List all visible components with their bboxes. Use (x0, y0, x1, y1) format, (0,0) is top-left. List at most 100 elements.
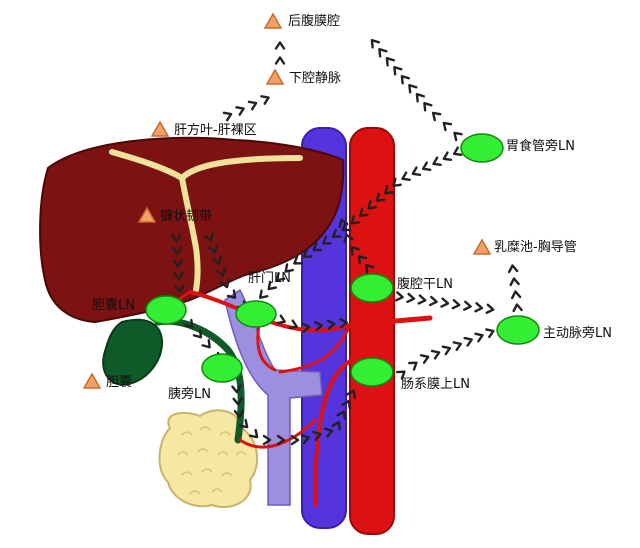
chevron-arrow-icon (171, 233, 182, 243)
chevron-arrow-icon (201, 338, 211, 349)
label-cisterna: 乳糜池-胸导管 (494, 239, 577, 255)
label-hepatic-hilum-ln: 肝门LN (248, 271, 291, 286)
chevron-arrow-icon (301, 322, 311, 333)
chevron-arrow-icon (276, 271, 286, 282)
chevron-arrow-icon (338, 218, 349, 228)
chevron-arrow-icon (262, 434, 272, 446)
chevron-arrow-icon (485, 303, 495, 314)
label-celiac-ln: 腹腔干LN (397, 276, 453, 292)
chevron-arrow-icon (395, 370, 406, 380)
node-hepatic-hilum (235, 300, 277, 328)
node-celiac (350, 273, 394, 303)
chevron-arrow-icon (322, 235, 332, 245)
chevron-arrow-icon (341, 399, 352, 410)
warning-triangle-icon (263, 12, 283, 29)
chevron-arrow-icon (222, 111, 233, 122)
warning-triangles (82, 12, 492, 389)
chevron-arrow-icon (331, 420, 342, 431)
chevron-arrow-icon (312, 430, 322, 441)
chevron-arrow-icon (314, 320, 323, 332)
chevron-arrow-icon (417, 294, 427, 305)
chevron-arrow-icon (173, 271, 184, 281)
chevron-arrow-icon (238, 418, 249, 429)
node-gastric (460, 133, 504, 163)
chevron-arrow-icon (509, 277, 520, 287)
chevron-arrow-icon (208, 244, 219, 254)
chevron-arrow-icon (184, 318, 194, 329)
chevron-arrow-icon (326, 319, 336, 330)
lymph-nodes (145, 133, 540, 387)
chevron-arrow-icon (276, 314, 286, 325)
chevron-arrow-icon (350, 245, 360, 256)
chevron-arrow-icon (431, 111, 442, 122)
chevron-arrow-icon (452, 146, 463, 156)
chevron-arrow-icon (192, 328, 203, 339)
pancreas-texture (177, 426, 247, 495)
chevron-arrow-icon (300, 434, 310, 445)
warning-triangle-icon (150, 120, 170, 137)
chevron-arrow-icon (423, 101, 433, 112)
chevron-arrow-icon (359, 207, 369, 218)
chevron-arrow-icon (324, 427, 334, 438)
chevron-arrow-icon (232, 396, 243, 406)
chevron-arrow-icon (392, 177, 402, 188)
warning-triangle-icon (82, 372, 102, 389)
chevron-arrow-icon (384, 185, 394, 195)
chevron-arrow-icon (231, 384, 242, 394)
chevron-arrow-icon (290, 434, 300, 446)
chevron-arrow-icon (442, 151, 453, 161)
chevron-arrow-icon (274, 56, 286, 65)
chevron-arrow-icon (462, 300, 472, 311)
chevron-arrow-icon (406, 292, 416, 304)
chevron-arrow-icon (421, 161, 432, 171)
chevron-arrow-icon (336, 410, 347, 420)
chevron-arrow-icon (346, 389, 357, 399)
chevron-arrow-icon (453, 131, 463, 142)
node-cystic (145, 295, 187, 325)
chevron-arrow-icon (226, 289, 237, 299)
label-mesenteric-ln: 肠系膜上LN (401, 377, 470, 392)
chevron-arrow-icon (452, 341, 462, 352)
chevron-arrow-icon (441, 345, 452, 356)
chevron-arrow-icon (204, 232, 215, 242)
chevron-arrow-icon (172, 259, 184, 268)
warning-triangle-icon (265, 68, 285, 85)
chevron-arrow-icon (393, 65, 403, 76)
chevron-arrows (171, 38, 523, 446)
chevron-arrow-icon (430, 349, 441, 360)
chevron-arrow-icon (220, 278, 231, 289)
chevron-arrow-icon (171, 246, 183, 256)
chevron-arrow-icon (248, 428, 259, 439)
chevron-arrow-icon (385, 56, 395, 67)
chevron-arrow-icon (451, 299, 461, 310)
chevron-arrow-icon (288, 319, 298, 330)
label-peripancreatic-ln: 胰旁LN (168, 386, 211, 402)
cystic-duct (154, 317, 245, 444)
chevron-arrow-icon (419, 354, 430, 364)
chevron-arrow-icon (367, 200, 377, 210)
chevron-arrow-icon (339, 317, 348, 329)
chevron-arrow-icon (302, 248, 313, 258)
chevron-arrow-icon (312, 242, 323, 252)
chevron-arrow-icon (432, 156, 442, 166)
portal-vein (224, 288, 323, 506)
chevron-arrow-icon (293, 255, 303, 265)
chevron-arrow-icon (474, 302, 484, 313)
chevron-arrow-icon (463, 336, 473, 347)
chevron-arrow-icon (276, 434, 286, 446)
chevron-arrow-icon (400, 74, 410, 85)
node-peripancreatic (201, 353, 243, 383)
chevron-arrow-icon (343, 233, 354, 243)
chevron-arrow-icon (331, 228, 342, 238)
chevron-arrow-icon (174, 284, 185, 293)
chevron-arrow-icon (510, 290, 522, 300)
aorta (349, 127, 395, 535)
chevron-arrow-icon (235, 106, 245, 116)
gallbladder (102, 318, 164, 386)
chevron-arrow-icon (267, 280, 277, 291)
label-cystic-ln: 胆囊LN (92, 297, 135, 313)
chevron-arrow-icon (247, 100, 258, 111)
chevron-arrow-icon (507, 264, 519, 274)
chevron-arrow-icon (341, 222, 352, 232)
